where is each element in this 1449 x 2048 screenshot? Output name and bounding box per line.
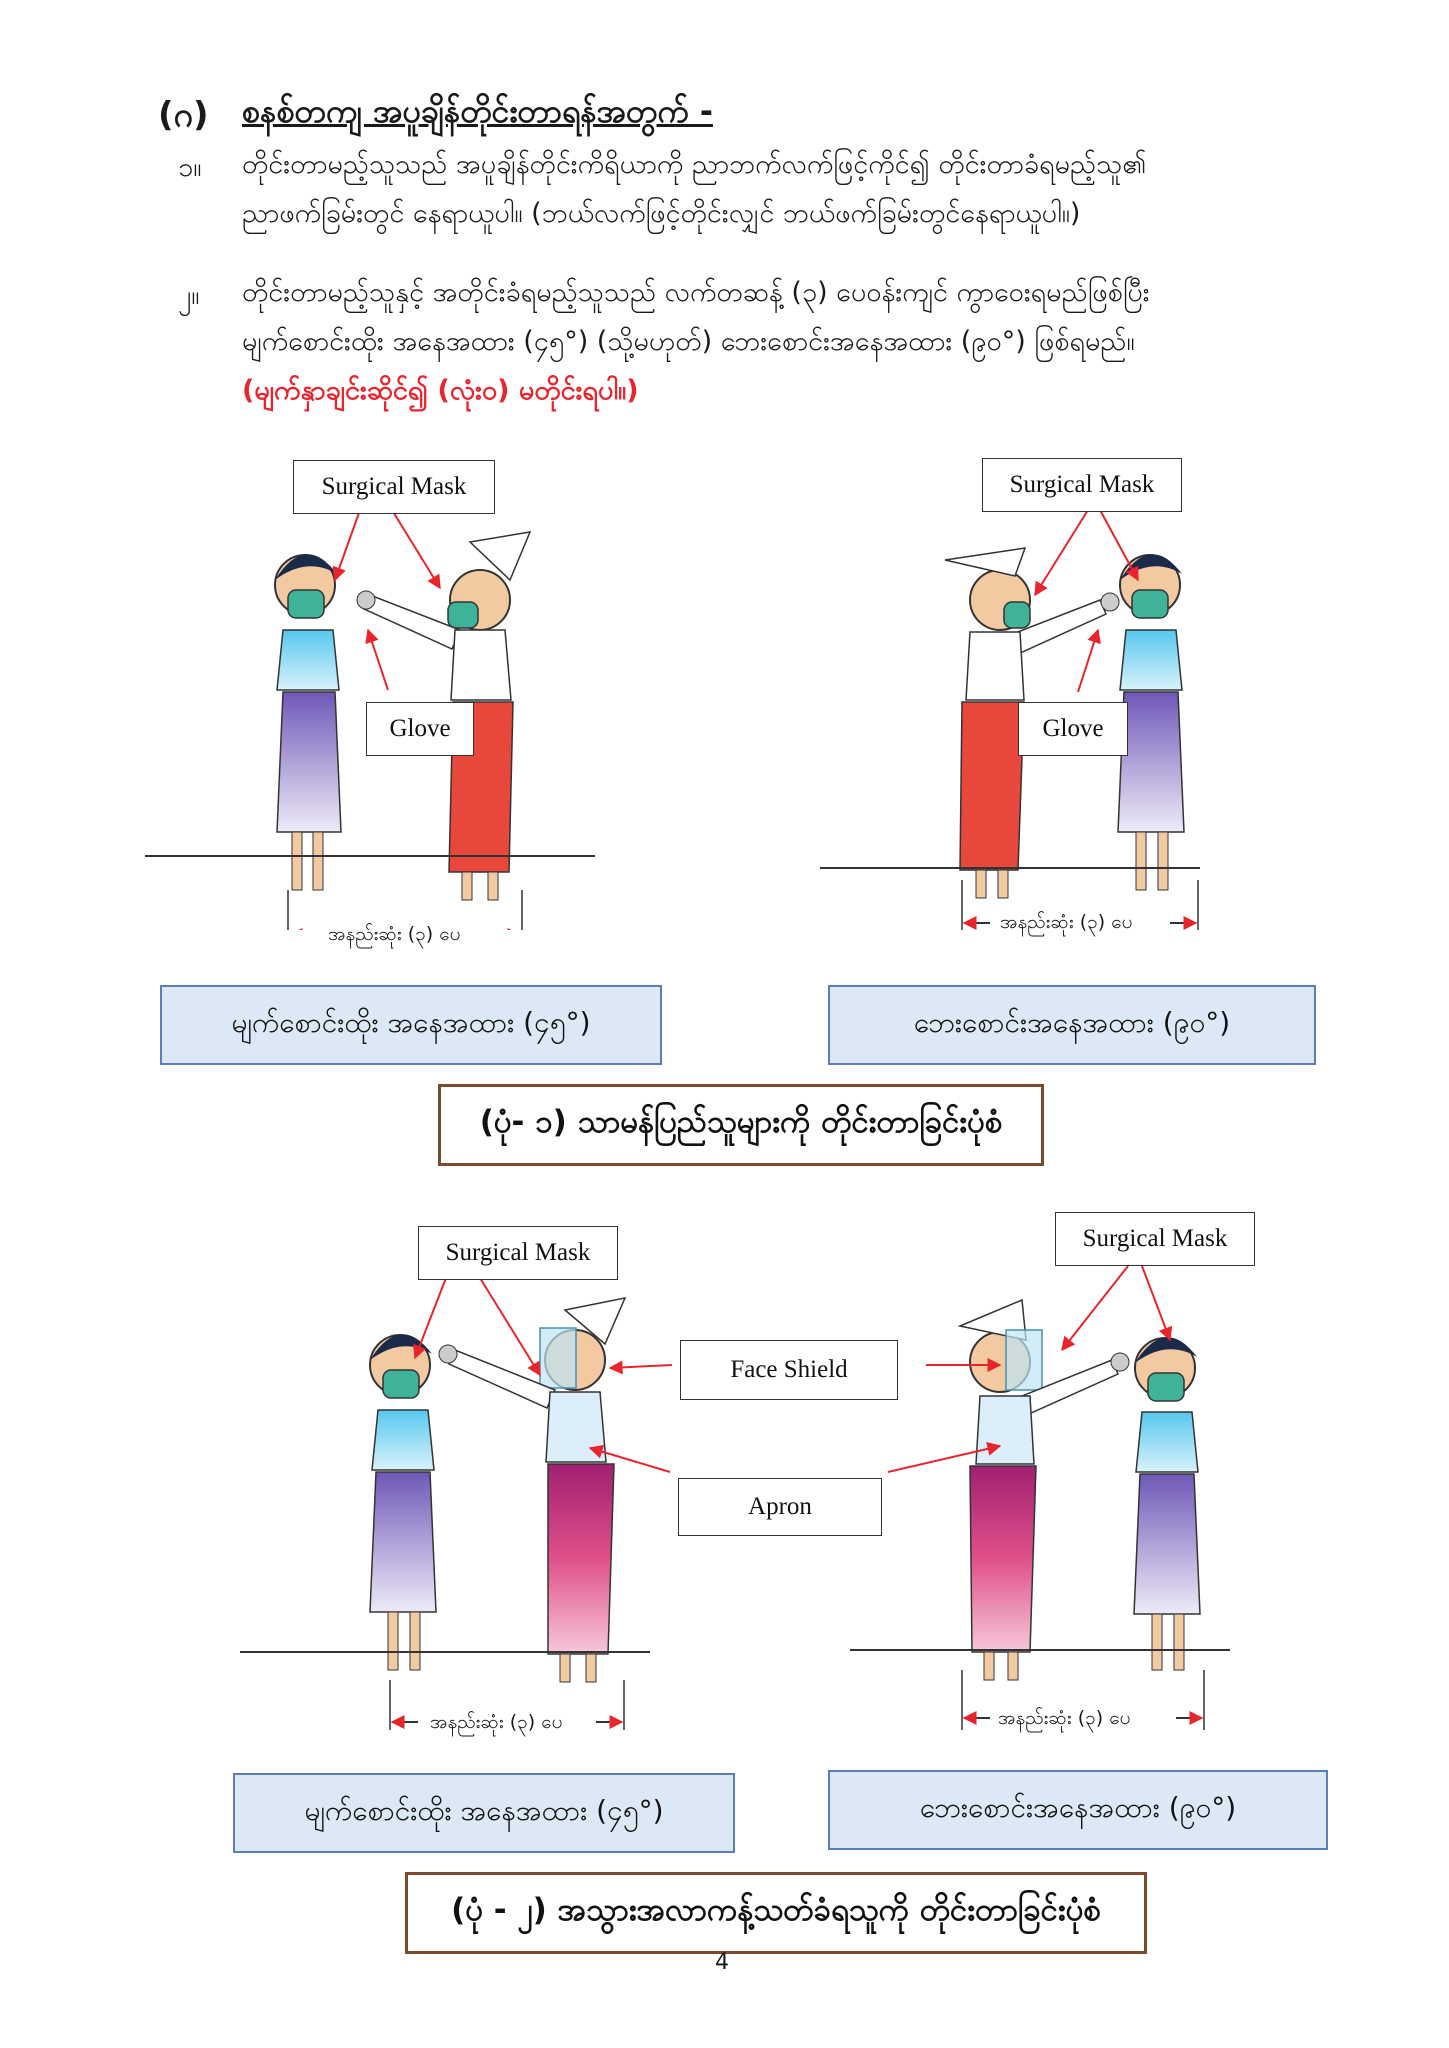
figure-2-illustration — [240, 1265, 1230, 1730]
figure-1-caption: (ပုံ- ၁) သာမန်ပြည်သူများကို တိုင်းတာခြင်… — [438, 1084, 1044, 1166]
mask-arrow-right-2 — [1099, 509, 1139, 582]
pose-90-box-2: ဘေးစောင်းအနေအထား (၉၀°) — [828, 1770, 1328, 1850]
section-title: စနစ်တကျ အပူချိန်တိုင်းတာရန်အတွက် - — [242, 92, 714, 130]
item-1-line-2: ညာဖက်ခြမ်းတွင် နေရာယူပါ။ (ဘယ်လက်ဖြင့်တို… — [242, 198, 1081, 229]
face-shield-icon — [539, 1327, 577, 1389]
face-shield-label: Face Shield — [680, 1340, 898, 1400]
item-2-line-2: မျက်စောင်းထိုး အနေအထား (၄၅°) (သို့မဟုတ်)… — [242, 326, 1135, 357]
distance-label-2a: အနည်းဆုံး (၃) ပေ — [430, 1711, 563, 1733]
glove-arrow-left — [365, 628, 389, 691]
nurse-figure-right — [944, 547, 1120, 899]
item-text-1: တိုင်းတာမည့်သူသည် အပူချိန်တိုင်းကိရိယာကိ… — [242, 140, 1362, 238]
item-number-2: ၂။ — [178, 280, 200, 311]
mask-arrow-right-1 — [1034, 509, 1089, 597]
distance-label-1a: အနည်းဆုံး (၃) ပေ — [328, 923, 461, 945]
pose-90-box-1: ဘေးစောင်းအနေအထား (၉၀°) — [828, 985, 1316, 1065]
glove-label-1b: Glove — [1018, 702, 1128, 756]
mask-arrow-left-1 — [332, 509, 361, 582]
patient-figure-left — [274, 554, 342, 891]
pose-45-box-2: မျက်စောင်းထိုး အနေအထား (၄၅°) — [233, 1773, 735, 1853]
patient-figure-right-2 — [1133, 1337, 1201, 1671]
apron-label: Apron — [678, 1478, 882, 1536]
surgical-mask-label-1b: Surgical Mask — [982, 458, 1182, 512]
figure-2-caption: (ပုံ - ၂) အသွားအလာကန့်သတ်ခံရသူကို တိုင်း… — [405, 1872, 1147, 1954]
pose-45-box-1: မျက်စောင်းထိုး အနေအထား (၄၅°) — [160, 985, 662, 1065]
patient-figure-left-2 — [369, 1334, 437, 1671]
nurse-figure-left-2 — [438, 1296, 627, 1683]
item-text-2: တိုင်းတာမည့်သူနှင့် အတိုင်းခံရမည့်သူသည် … — [242, 268, 1362, 415]
glove-label-1a: Glove — [366, 702, 474, 756]
item-1-line-1: တိုင်းတာမည့်သူသည် အပူချိန်တိုင်းကိရိယာကိ… — [242, 149, 1147, 180]
page-number: 4 — [715, 1950, 729, 1975]
nurse-figure-left — [356, 531, 532, 901]
section-number: (ဂ) — [158, 95, 209, 135]
distance-label-2b: အနည်းဆုံး (၃) ပေ — [998, 1707, 1131, 1729]
glove-arrow-right — [1077, 628, 1101, 693]
item-2-line-1: တိုင်းတာမည့်သူနှင့် အတိုင်းခံရမည့်သူသည် … — [242, 277, 1150, 308]
mask-arrow-left-2 — [391, 509, 441, 590]
face-shield-icon-right — [1005, 1329, 1043, 1391]
item-number-1: ၁။ — [178, 152, 202, 183]
surgical-mask-label-1a: Surgical Mask — [293, 460, 495, 514]
figure-1-illustration — [145, 509, 1200, 930]
warning-note: (မျက်နှာချင်းဆိုင်၍ (လုံး၀) မတိုင်းရပါ။) — [242, 375, 639, 406]
surgical-mask-label-2a: Surgical Mask — [418, 1226, 618, 1280]
distance-label-1b: အနည်းဆုံး (၃) ပေ — [1000, 911, 1133, 933]
surgical-mask-label-2b: Surgical Mask — [1055, 1212, 1255, 1266]
nurse-figure-right-2 — [957, 1298, 1130, 1681]
